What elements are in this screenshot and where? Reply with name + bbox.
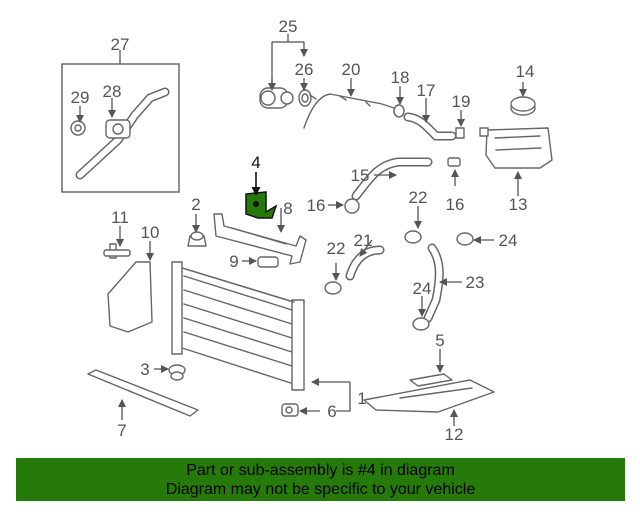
- callout-3[interactable]: 3: [140, 360, 149, 379]
- part-14-cap: [510, 96, 536, 116]
- part-10-deflector: [107, 261, 153, 333]
- callout-2[interactable]: 2: [191, 195, 200, 214]
- banner-line-1: Part or sub-assembly is #4 in diagram: [186, 462, 455, 479]
- callout-1[interactable]: 1: [357, 389, 366, 408]
- callout-18[interactable]: 18: [391, 68, 410, 87]
- callout-22-lower[interactable]: 22: [327, 239, 346, 258]
- callout-13[interactable]: 13: [509, 195, 528, 214]
- callout-20[interactable]: 20: [342, 60, 361, 79]
- callout-17[interactable]: 17: [417, 81, 436, 100]
- part-8-upper-support: [213, 213, 307, 265]
- callout-15[interactable]: 15: [351, 166, 370, 185]
- callout-12[interactable]: 12: [445, 425, 464, 444]
- part-20-pipe: [303, 93, 401, 129]
- callout-8[interactable]: 8: [283, 199, 292, 218]
- part-12-panel: [363, 379, 495, 413]
- part-24-clamp-b: [412, 317, 430, 331]
- part-19-fitting: [455, 127, 465, 139]
- part-22-clamp-a: [324, 281, 342, 295]
- callout-23[interactable]: 23: [466, 273, 485, 292]
- part-16-clamp-b: [447, 157, 461, 167]
- callout-16-right[interactable]: 16: [446, 195, 465, 214]
- callout-16-left[interactable]: 16: [307, 196, 326, 215]
- callout-28[interactable]: 28: [103, 82, 122, 101]
- info-banner: Part or sub-assembly is #4 in diagram Di…: [16, 458, 625, 501]
- banner-line-2: Diagram may not be specific to your vehi…: [165, 481, 476, 498]
- part-16-clamp-a: [344, 198, 360, 214]
- callout-6[interactable]: 6: [327, 402, 336, 421]
- part-6-sensor: [281, 403, 299, 417]
- callout-7[interactable]: 7: [117, 421, 126, 440]
- part-7-baffle: [87, 369, 199, 417]
- part-9-bracket: [257, 256, 279, 268]
- inset-box-27: [61, 63, 180, 193]
- part-25-outlet: [259, 87, 312, 109]
- callout-4-highlighted[interactable]: 4: [251, 153, 260, 172]
- callout-21[interactable]: 21: [354, 231, 373, 250]
- callout-24-upper[interactable]: 24: [499, 231, 518, 250]
- callout-19[interactable]: 19: [452, 92, 471, 111]
- part-13-surge-tank: [479, 127, 553, 169]
- callout-29[interactable]: 29: [71, 88, 90, 107]
- part-2-bracket: [187, 231, 207, 247]
- part-5-bracket: [409, 373, 453, 387]
- callout-26[interactable]: 26: [295, 60, 314, 79]
- leader-lines: [76, 34, 527, 426]
- callout-14[interactable]: 14: [516, 62, 535, 81]
- callout-numbers: 27 29 28 25 26 20 18 17 19 14 13 15 16 1…: [71, 17, 535, 444]
- part-11-bolt: [103, 243, 131, 259]
- callout-24-lower[interactable]: 24: [413, 279, 432, 298]
- callout-22-upper[interactable]: 22: [409, 188, 428, 207]
- exploded-parts-diagram: 27 29 28 25 26 20 18 17 19 14 13 15 16 1…: [61, 17, 553, 444]
- callout-5[interactable]: 5: [435, 331, 444, 350]
- callout-9[interactable]: 9: [229, 252, 238, 271]
- callout-27[interactable]: 27: [111, 35, 130, 54]
- callout-11[interactable]: 11: [111, 208, 129, 227]
- callout-25[interactable]: 25: [279, 17, 298, 36]
- callout-10[interactable]: 10: [141, 223, 160, 242]
- part-18-clamp: [393, 104, 405, 118]
- part-22-clamp-b: [404, 230, 422, 244]
- part-4-highlighted: [245, 191, 278, 219]
- part-1-radiator: [171, 261, 305, 391]
- part-24-clamp-a: [456, 232, 474, 246]
- part-3-insulator: [168, 364, 186, 381]
